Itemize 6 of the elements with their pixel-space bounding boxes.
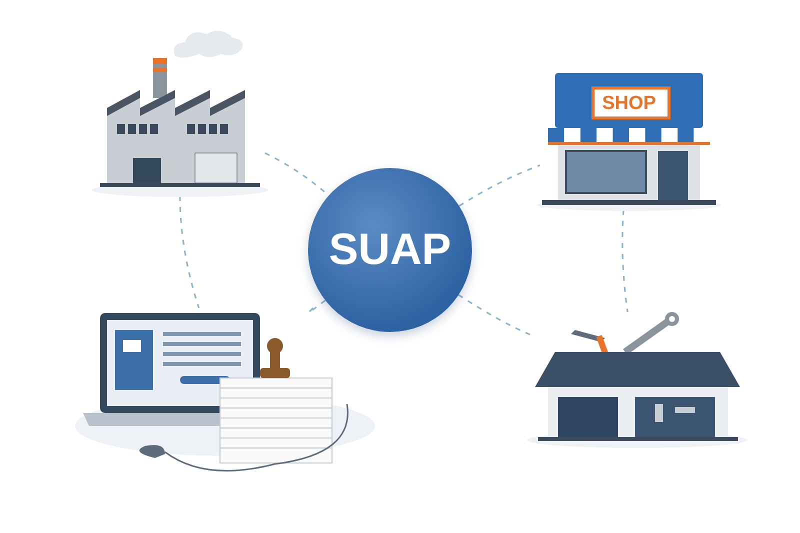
- dashed-connector: [458, 294, 530, 336]
- dashed-connector: [179, 196, 200, 308]
- shop-sign-text: SHOP: [601, 93, 657, 115]
- hub-label: SUAP: [328, 225, 452, 275]
- dashed-connector: [622, 210, 628, 312]
- dashed-connector: [458, 164, 540, 207]
